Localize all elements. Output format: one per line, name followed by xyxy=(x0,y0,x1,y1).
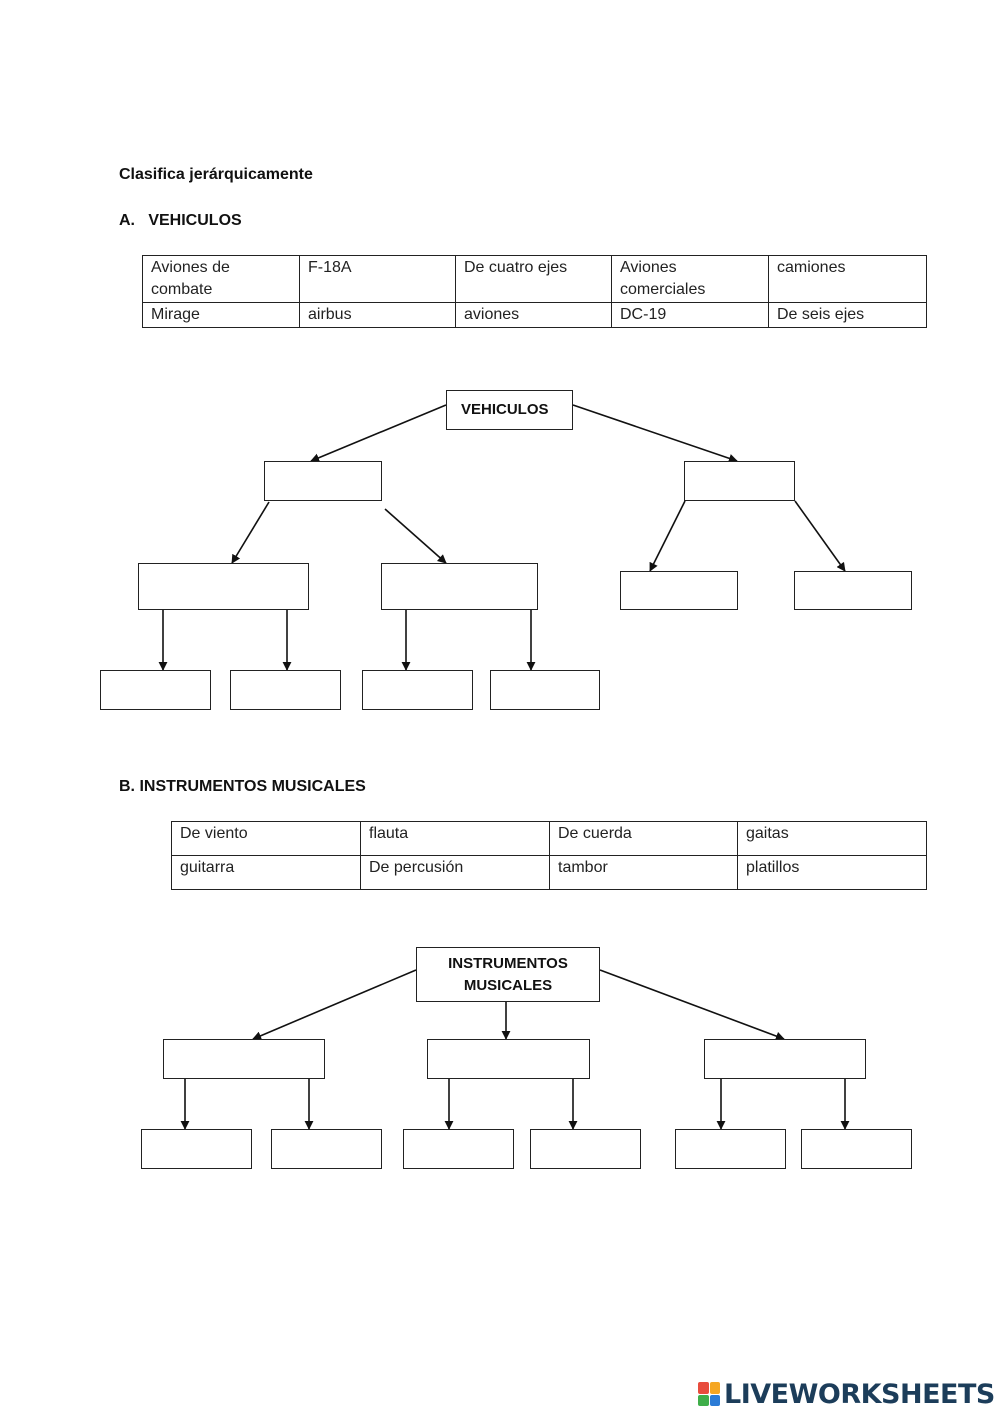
liveworksheets-logo: LIVEWORKSHEETS xyxy=(698,1376,995,1412)
answer-box[interactable] xyxy=(381,563,538,610)
table-cell: tambor xyxy=(549,855,738,890)
table-cell: flauta xyxy=(360,821,550,856)
answer-box[interactable] xyxy=(403,1129,514,1169)
table-cell: De cuatro ejes xyxy=(455,255,612,303)
connector-arrow xyxy=(310,404,447,463)
answer-box[interactable] xyxy=(684,461,795,501)
table-cell: De percusión xyxy=(360,855,550,890)
table-cell: guitarra xyxy=(171,855,361,890)
answer-box[interactable] xyxy=(801,1129,912,1169)
connector-arrow xyxy=(599,969,785,1041)
connector-arrow xyxy=(231,501,270,564)
table-row: guitarra De percusión tambor platillos xyxy=(171,855,927,890)
table-cell: gaitas xyxy=(737,821,927,856)
answer-box[interactable] xyxy=(704,1039,866,1079)
instruments-word-table: De viento flauta De cuerda gaitas guitar… xyxy=(171,821,927,890)
vehicles-root-box: VEHICULOS xyxy=(446,390,573,430)
logo-tile xyxy=(698,1382,709,1394)
instruments-root-box: INSTRUMENTOS MUSICALES xyxy=(416,947,600,1002)
answer-box[interactable] xyxy=(230,670,341,710)
table-cell: camiones xyxy=(768,255,927,303)
table-cell: De cuerda xyxy=(549,821,738,856)
connector-arrow xyxy=(649,500,686,572)
answer-box[interactable] xyxy=(163,1039,325,1079)
connector-arrow xyxy=(794,500,846,572)
instruments-root-label: INSTRUMENTOS MUSICALES xyxy=(448,954,568,994)
answer-box[interactable] xyxy=(530,1129,641,1169)
logo-tile xyxy=(698,1394,709,1406)
table-cell: platillos xyxy=(737,855,927,890)
table-cell: Aviones comerciales xyxy=(611,255,769,303)
answer-box[interactable] xyxy=(490,670,600,710)
table-cell: De seis ejes xyxy=(768,302,927,328)
table-row: De viento flauta De cuerda gaitas xyxy=(171,821,927,856)
answer-box[interactable] xyxy=(362,670,473,710)
table-cell: DC-19 xyxy=(611,302,769,328)
logo-text: LIVEWORKSHEETS xyxy=(724,1378,995,1410)
connector-arrow xyxy=(252,969,417,1040)
table-row: Mirage airbus aviones DC-19 De seis ejes xyxy=(142,302,927,328)
connector-arrow xyxy=(572,404,738,463)
table-cell: De viento xyxy=(171,821,361,856)
vehicles-root-label: VEHICULOS xyxy=(461,401,549,418)
table-row: Aviones de combate F-18A De cuatro ejes … xyxy=(142,255,927,303)
logo-mark-icon xyxy=(698,1382,720,1406)
answer-box[interactable] xyxy=(141,1129,252,1169)
answer-box[interactable] xyxy=(675,1129,786,1169)
section-a-heading: A. VEHICULOS xyxy=(119,212,242,229)
answer-box[interactable] xyxy=(271,1129,382,1169)
table-cell: aviones xyxy=(455,302,612,328)
answer-box[interactable] xyxy=(620,571,738,610)
logo-tile xyxy=(709,1382,720,1394)
answer-box[interactable] xyxy=(427,1039,590,1079)
answer-box[interactable] xyxy=(264,461,382,501)
connector-arrow xyxy=(384,508,447,564)
table-cell: Aviones de combate xyxy=(142,255,300,303)
vehicles-word-table: Aviones de combate F-18A De cuatro ejes … xyxy=(142,255,927,328)
logo-tile xyxy=(709,1394,720,1406)
answer-box[interactable] xyxy=(794,571,912,610)
page-title: Clasifica jerárquicamente xyxy=(119,166,313,183)
section-b-heading: B. INSTRUMENTOS MUSICALES xyxy=(119,778,366,795)
answer-box[interactable] xyxy=(100,670,211,710)
answer-box[interactable] xyxy=(138,563,309,610)
